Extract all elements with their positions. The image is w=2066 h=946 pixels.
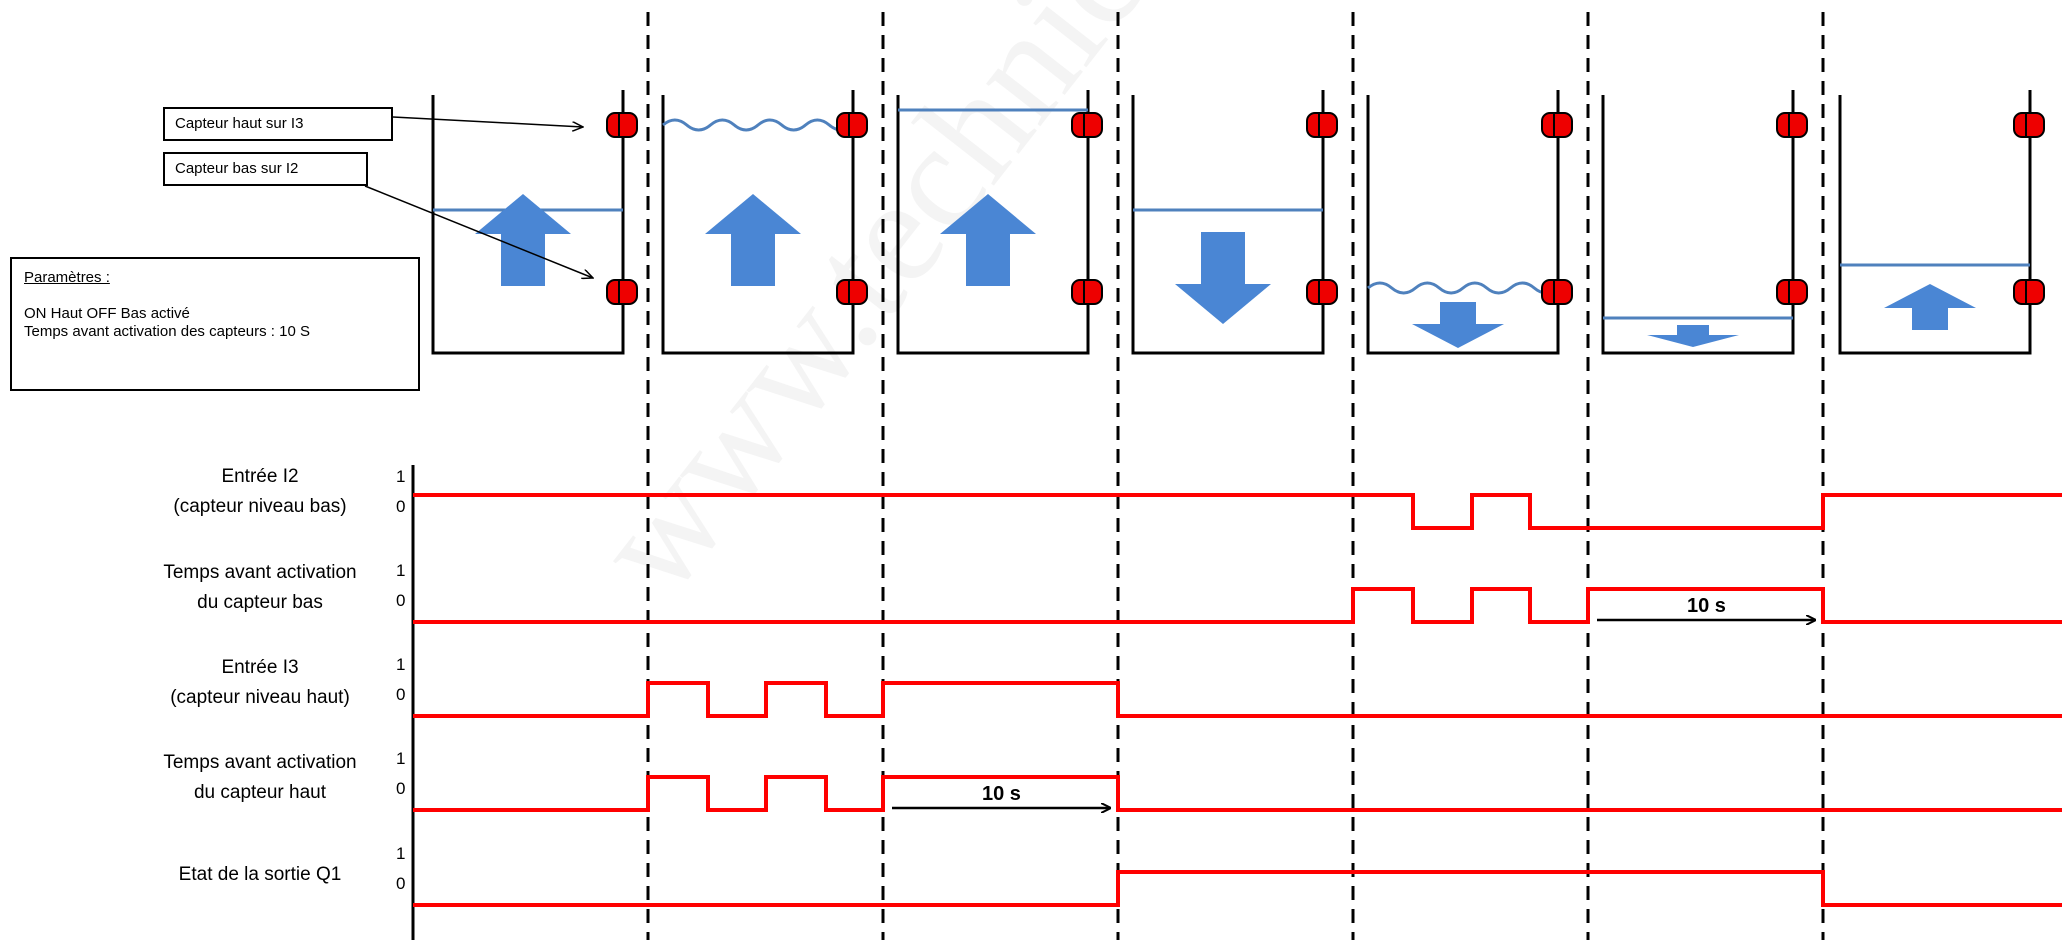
trace-high-delay [413,775,2062,812]
drain-arrow-icon [1175,232,1271,324]
fill-arrow-icon [940,194,1036,286]
parameters-line-2: Temps avant activation des capteurs : 10… [24,323,310,340]
trace-q1 [413,870,2062,907]
duration-label-low: 10 s [1687,595,1726,617]
tank-5 [1366,90,1573,355]
tank-3 [896,90,1103,355]
water-level [1367,281,1559,295]
trace-i2 [413,493,2062,530]
high-sensor-icon [836,112,868,138]
high-sensor-icon [1071,112,1103,138]
tanks [431,90,2045,355]
signal-label-i3: Entrée I3(capteur niveau haut) [170,657,350,708]
level-high-label: 1 [396,561,406,580]
callout-low-sensor: Capteur bas sur I2 [163,152,368,186]
tank-wall [896,90,1090,355]
tank-wall [1838,90,2032,355]
water-level [662,118,854,132]
high-sensor-icon [1541,112,1573,138]
low-sensor-icon [2013,279,2045,305]
low-sensor-icon [836,279,868,305]
level-low-label: 0 [396,779,406,798]
signal-traces [413,493,2062,907]
tank-4 [1131,90,1338,355]
parameters-line-1: ON Haut OFF Bas activé [24,305,190,322]
tank-2 [661,90,868,355]
duration-label-high: 10 s [982,783,1021,805]
low-sensor-icon [1071,279,1103,305]
tank-7 [1838,90,2045,355]
low-sensor-icon [1541,279,1573,305]
tank-wall [1131,90,1325,355]
fill-arrow-icon [705,194,801,286]
level-high-label: 1 [396,467,406,486]
high-sensor-icon [1776,112,1808,138]
trace-i3 [413,681,2062,718]
signal-label-i2: Entrée I2(capteur niveau bas) [173,466,347,517]
low-sensor-icon [1776,279,1808,305]
level-low-label: 0 [396,874,406,893]
level-high-label: 1 [396,655,406,674]
fill-arrow-icon [475,194,571,286]
high-sensor-icon [2013,112,2045,138]
parameters-title: Paramètres : [24,269,110,286]
fill-arrow-icon [1884,284,1976,330]
tank-wall [1366,90,1560,355]
duration-arrows: 10 s 10 s [892,595,1815,808]
trace-low-delay [413,587,2062,624]
level-low-label: 0 [396,685,406,704]
low-sensor-icon [1306,279,1338,305]
parameters-box: Paramètres : ON Haut OFF Bas activé Temp… [10,257,420,391]
level-low-label: 0 [396,591,406,610]
level-low-label: 0 [396,497,406,516]
tank-wall [431,90,625,355]
tank-wall [1601,90,1795,355]
high-sensor-icon [1306,112,1338,138]
signal-label-q1: Etat de la sortie Q1 [178,864,342,885]
tank-1 [431,90,638,355]
phase-separators [646,12,1825,940]
tank-wall [661,90,855,355]
drain-arrow-icon [1412,302,1504,348]
low-sensor-icon [606,279,638,305]
callout-low-arrow [364,185,593,278]
callout-high-arrow [392,116,583,127]
callout-high-sensor: Capteur haut sur I3 [163,107,393,141]
level-high-label: 1 [396,749,406,768]
level-high-label: 1 [396,844,406,863]
high-sensor-icon [606,112,638,138]
tank-6 [1601,90,1808,355]
drain-arrow-icon [1647,325,1739,347]
